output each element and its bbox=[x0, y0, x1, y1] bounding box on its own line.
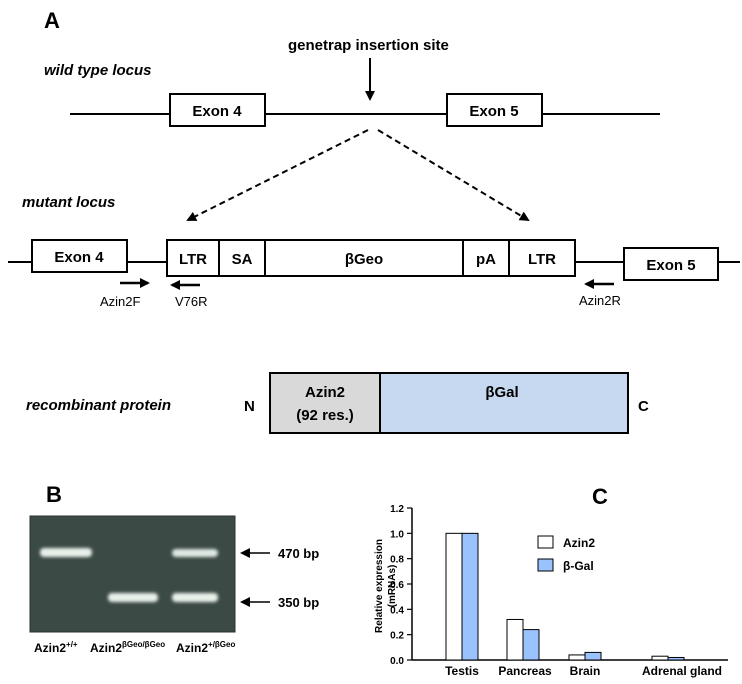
gel-band-lane3-470 bbox=[172, 549, 218, 557]
insertion-dashed-left bbox=[186, 129, 369, 221]
panel-b-letter: B bbox=[46, 482, 62, 507]
band-350-label: 350 bp bbox=[278, 595, 319, 610]
mut-exon5-label: Exon 5 bbox=[646, 257, 695, 274]
mut-exon4-box bbox=[31, 239, 128, 273]
protein-c-terminus: C bbox=[638, 398, 649, 415]
x-category-label: Adrenal gland bbox=[642, 664, 722, 678]
y-axis-label-line1: Relative expression bbox=[374, 539, 385, 633]
bar-azin2 bbox=[445, 532, 463, 661]
protein-n-terminus: N bbox=[244, 398, 255, 415]
wt-exon4-label: Exon 4 bbox=[192, 103, 242, 120]
cassette-sa: SA bbox=[232, 251, 253, 268]
mut-exon5-box bbox=[623, 247, 719, 281]
bar-azin2 bbox=[651, 655, 669, 661]
legend-swatch bbox=[537, 558, 554, 572]
protein-res-label: (92 res.) bbox=[296, 407, 354, 424]
primer-v76r-label: V76R bbox=[175, 294, 208, 309]
legend-label: β-Gal bbox=[563, 559, 594, 573]
protein-bgal-domain bbox=[379, 372, 629, 434]
lane1-label: Azin2+/+ bbox=[34, 640, 78, 655]
cassette-pa: pA bbox=[476, 251, 496, 268]
lane3-label: Azin2+/βGeo bbox=[176, 640, 235, 655]
cassette-bgeo: βGeo bbox=[345, 251, 383, 268]
protein-azin2-domain bbox=[269, 372, 381, 434]
band-470-label: 470 bp bbox=[278, 546, 319, 561]
mutant-locus-label: mutant locus bbox=[22, 194, 115, 211]
y-tick-label: 0.6 bbox=[390, 580, 404, 591]
cassette-ltr-right: LTR bbox=[528, 251, 556, 268]
insertion-dashed-right bbox=[377, 129, 530, 222]
y-axis-label-line2: (mRNAs) bbox=[387, 565, 398, 608]
bar-bgal bbox=[461, 532, 479, 661]
y-tick-label: 1.0 bbox=[390, 529, 404, 540]
panel-c-letter: C bbox=[592, 484, 608, 509]
wt-exon5-label: Exon 5 bbox=[469, 103, 518, 120]
cassette-ltr-left: LTR bbox=[179, 251, 207, 268]
x-category-label: Testis bbox=[445, 664, 479, 678]
wild-type-locus-label: wild type locus bbox=[44, 62, 152, 79]
primer-azin2f-label: Azin2F bbox=[100, 294, 141, 309]
y-tick-label: 0.8 bbox=[390, 555, 404, 566]
bar-azin2 bbox=[506, 618, 524, 661]
legend-swatch bbox=[537, 535, 554, 549]
y-tick-label: 0.0 bbox=[390, 656, 404, 667]
recombinant-protein-label: recombinant protein bbox=[26, 397, 171, 414]
genetrap-cassette bbox=[166, 239, 576, 277]
lane2-label: Azin2βGeo/βGeo bbox=[90, 640, 165, 655]
bar-bgal bbox=[667, 656, 685, 661]
gel-image bbox=[30, 516, 235, 632]
y-tick-label: 0.2 bbox=[390, 631, 404, 642]
legend-label: Azin2 bbox=[563, 536, 595, 550]
bar-bgal bbox=[584, 651, 602, 661]
bar-bgal bbox=[522, 629, 540, 661]
y-tick-label: 1.2 bbox=[390, 504, 404, 515]
gel-band-lane1-470 bbox=[40, 548, 92, 557]
protein-azin2-label: Azin2 bbox=[305, 384, 345, 401]
x-category-label: Pancreas bbox=[498, 664, 552, 678]
y-tick-label: 0.4 bbox=[390, 605, 404, 616]
wt-exon5-box bbox=[446, 93, 543, 127]
gel-band-lane3-350 bbox=[172, 593, 218, 602]
bar-azin2 bbox=[568, 654, 586, 661]
primer-azin2r-label: Azin2R bbox=[579, 293, 621, 308]
gel-band-lane2-350 bbox=[108, 593, 158, 602]
panel-a-letter: A bbox=[44, 8, 60, 33]
x-category-label: Brain bbox=[570, 664, 601, 678]
protein-bgal-label: βGal bbox=[485, 384, 518, 401]
mut-exon4-label: Exon 4 bbox=[54, 249, 104, 266]
wt-exon4-box bbox=[169, 93, 266, 127]
insertion-site-label: genetrap insertion site bbox=[288, 37, 449, 54]
